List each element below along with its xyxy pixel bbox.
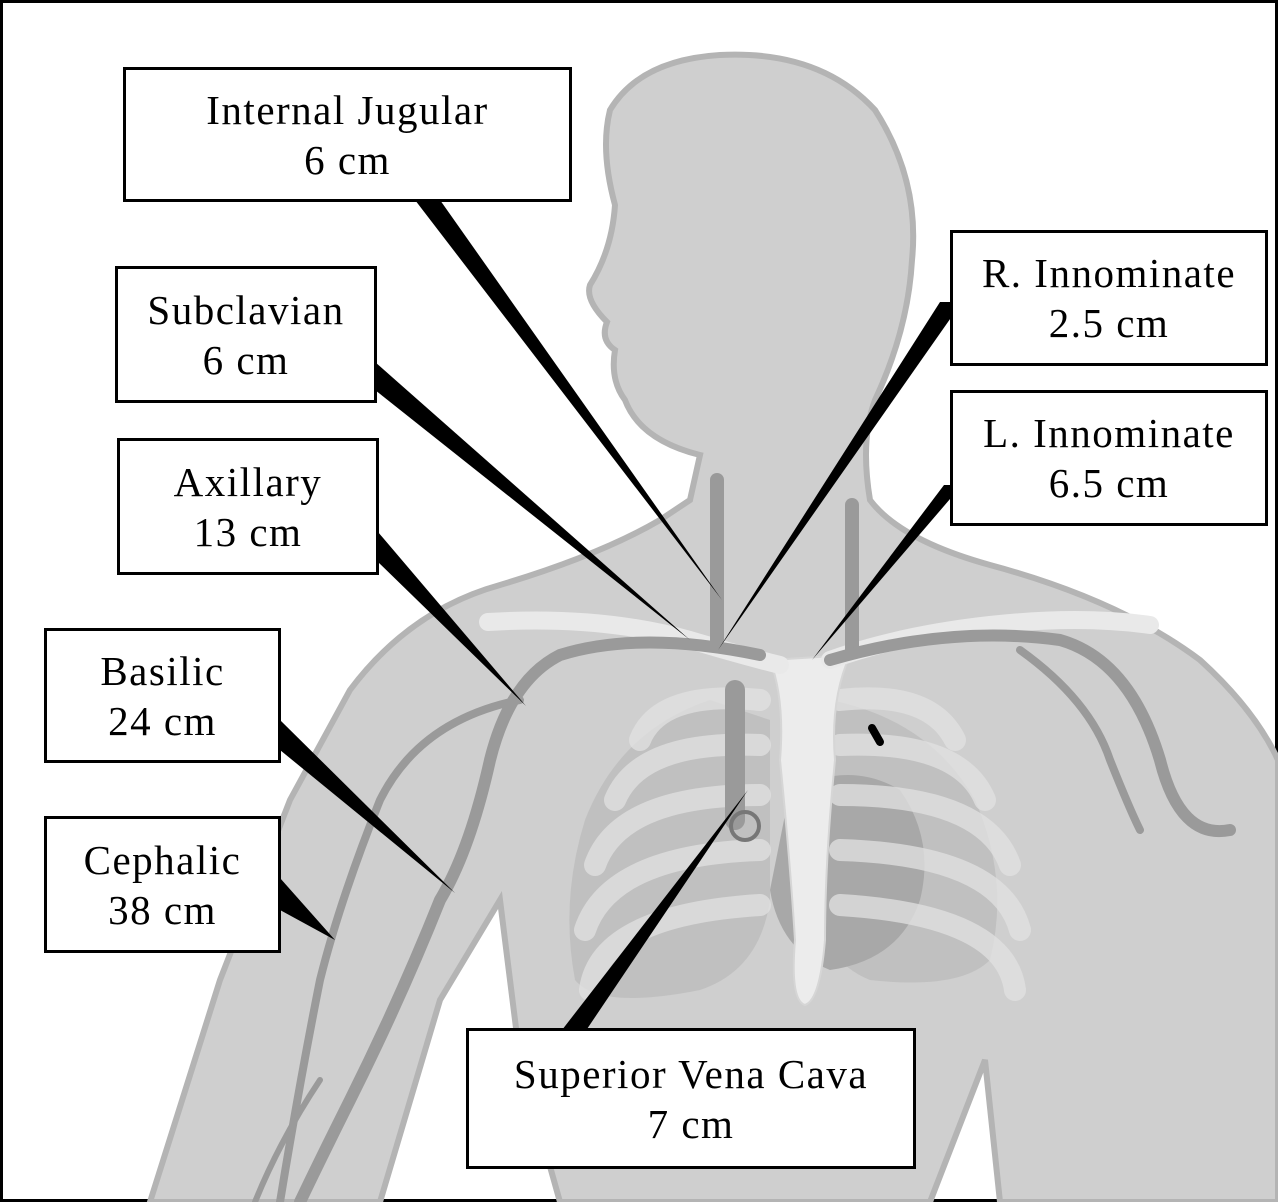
- label-l-innominate-name: L. Innominate: [983, 408, 1235, 458]
- label-axillary: Axillary 13 cm: [117, 438, 379, 575]
- label-cephalic-name: Cephalic: [84, 835, 242, 885]
- label-r-innominate-length: 2.5 cm: [1049, 298, 1170, 348]
- label-basilic-length: 24 cm: [108, 696, 217, 746]
- label-cephalic: Cephalic 38 cm: [44, 816, 281, 953]
- label-internal-jugular-name: Internal Jugular: [206, 85, 488, 135]
- label-cephalic-length: 38 cm: [108, 885, 217, 935]
- label-basilic-name: Basilic: [100, 646, 224, 696]
- label-subclavian: Subclavian 6 cm: [115, 266, 377, 403]
- label-svc-length: 7 cm: [648, 1099, 735, 1149]
- label-l-innominate: L. Innominate 6.5 cm: [950, 390, 1268, 526]
- label-axillary-length: 13 cm: [194, 507, 303, 557]
- label-axillary-name: Axillary: [174, 457, 323, 507]
- label-internal-jugular-length: 6 cm: [304, 135, 391, 185]
- label-r-innominate: R. Innominate 2.5 cm: [950, 230, 1268, 366]
- label-basilic: Basilic 24 cm: [44, 628, 281, 763]
- label-subclavian-name: Subclavian: [147, 285, 344, 335]
- label-l-innominate-length: 6.5 cm: [1049, 458, 1170, 508]
- label-r-innominate-name: R. Innominate: [982, 248, 1236, 298]
- label-internal-jugular: Internal Jugular 6 cm: [123, 67, 572, 202]
- label-svc-name: Superior Vena Cava: [514, 1049, 868, 1099]
- label-superior-vena-cava: Superior Vena Cava 7 cm: [466, 1028, 916, 1169]
- label-subclavian-length: 6 cm: [203, 335, 290, 385]
